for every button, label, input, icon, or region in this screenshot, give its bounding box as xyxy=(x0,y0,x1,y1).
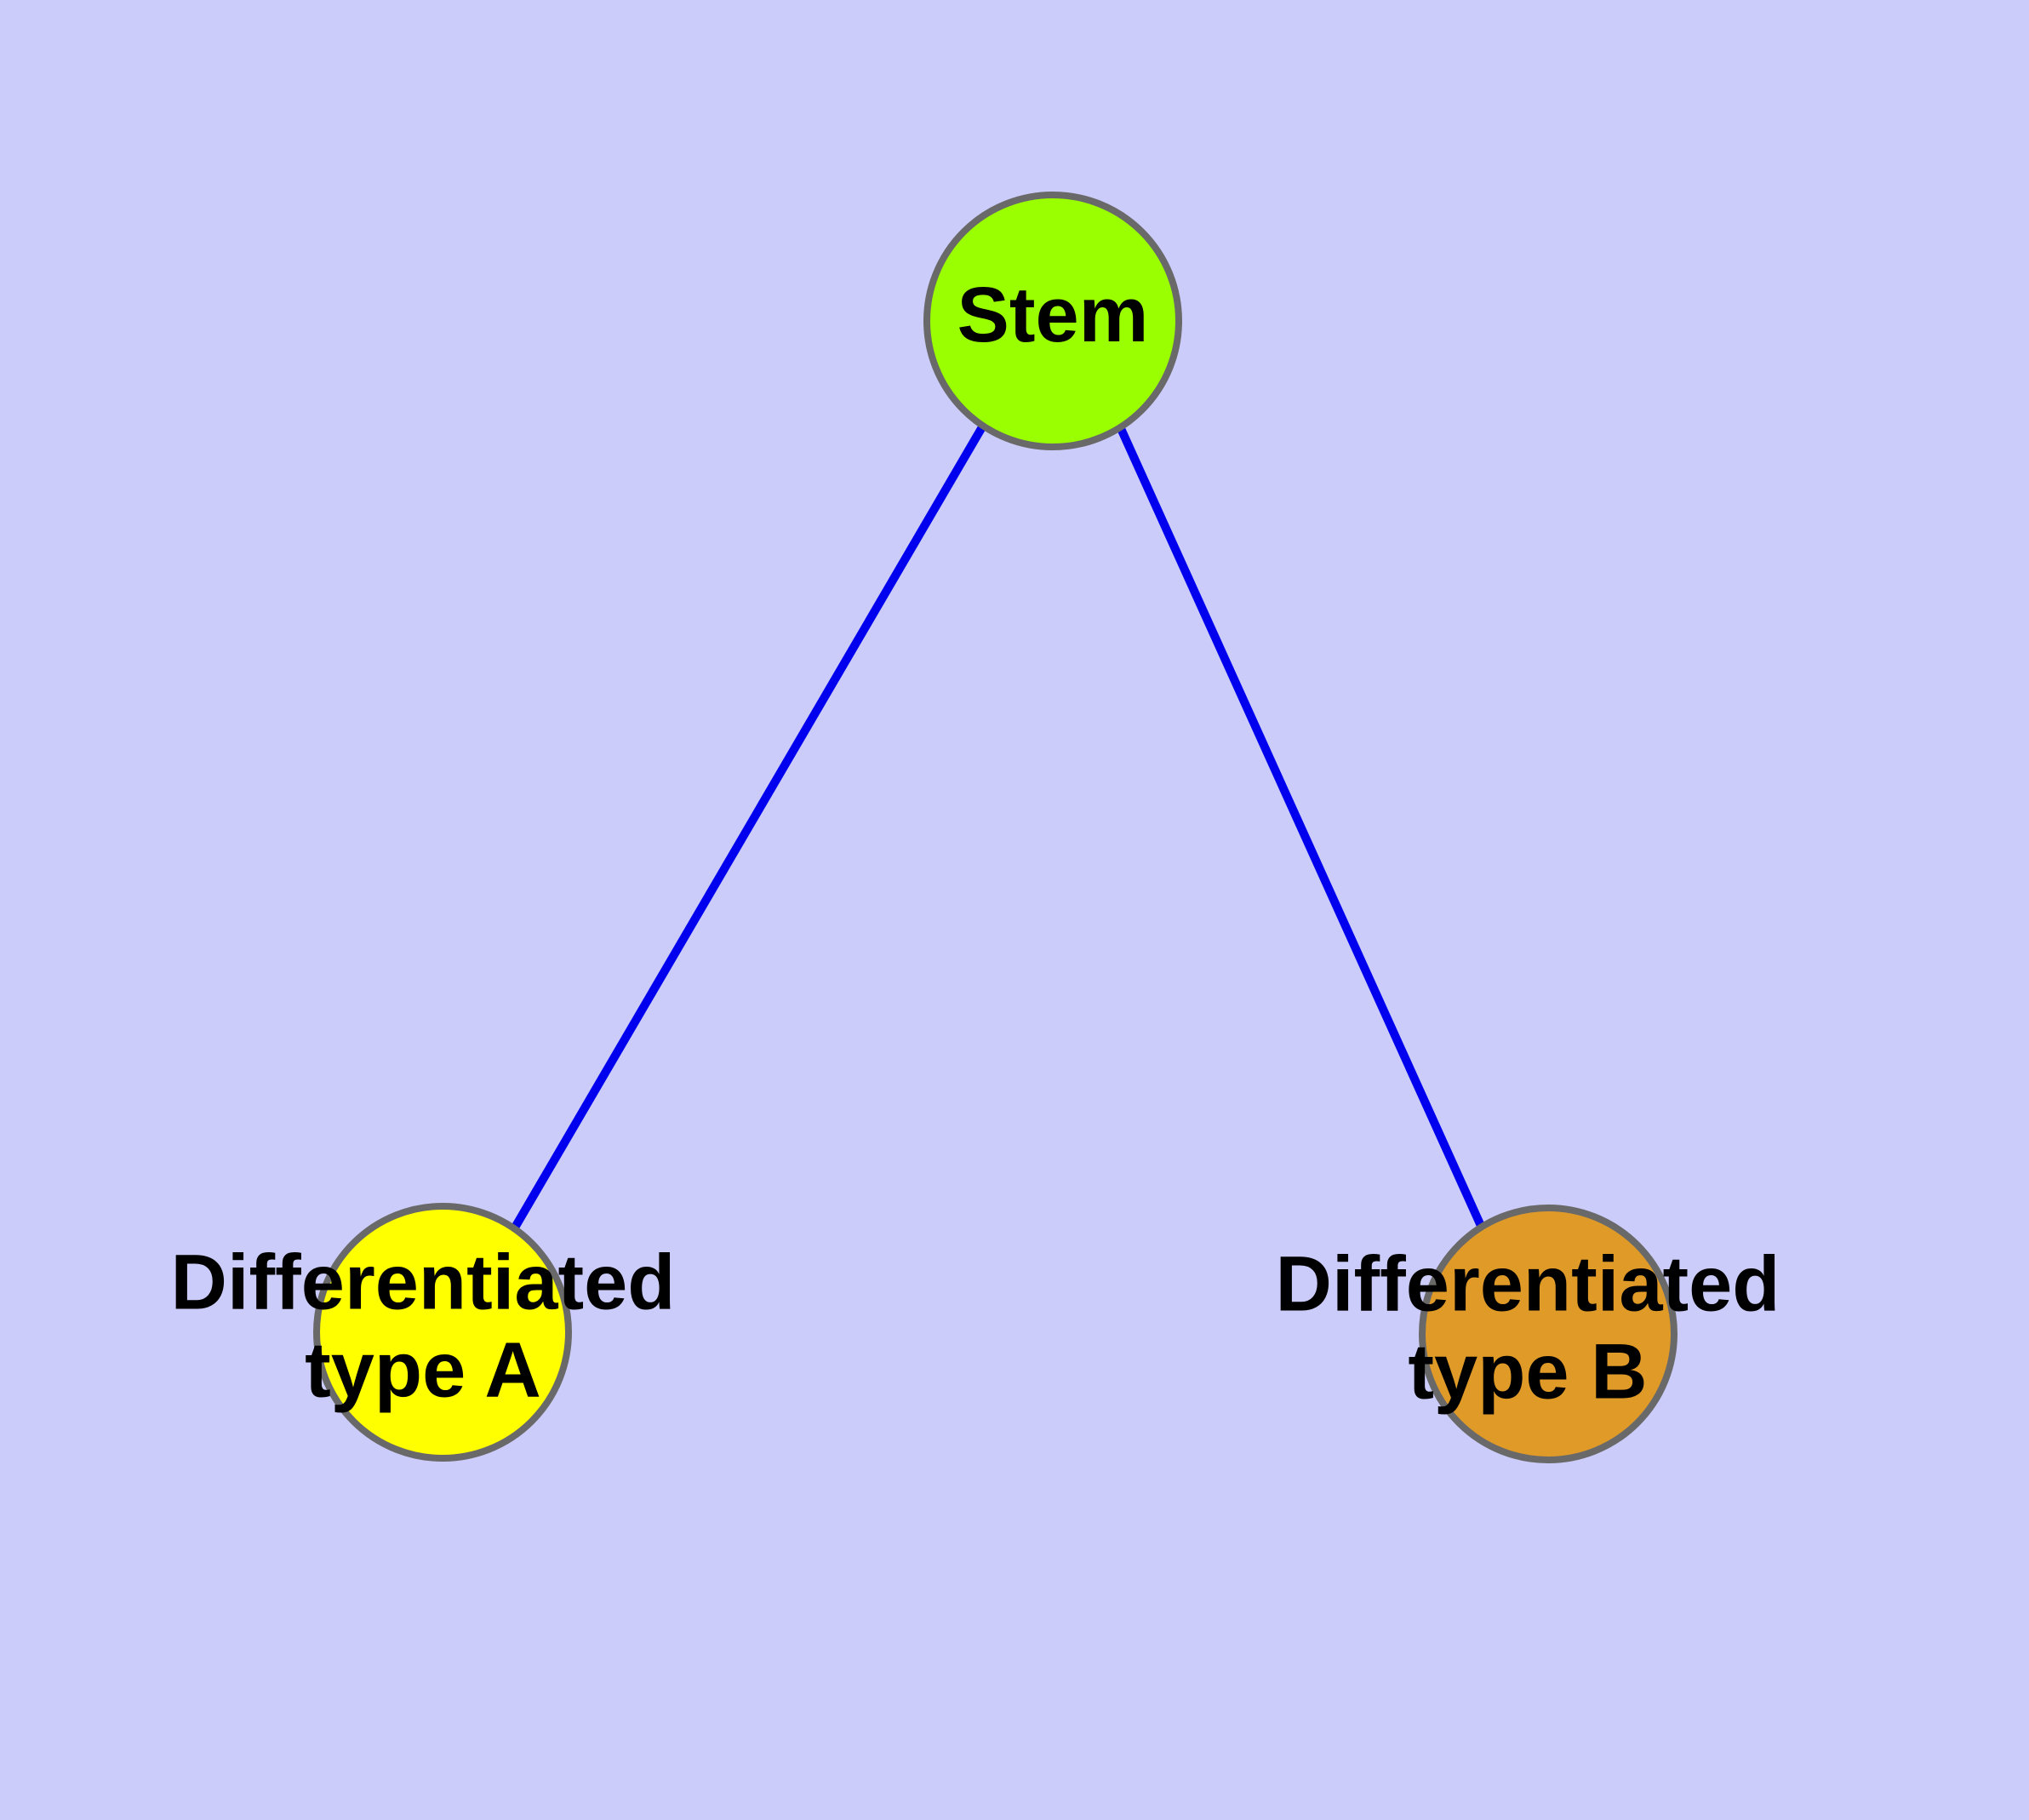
node-label-line: Differentiated xyxy=(171,1239,676,1326)
node-stem-label: Stem xyxy=(957,272,1149,358)
node-differentiated-type-a-circle[interactable] xyxy=(313,1203,572,1462)
node-differentiated-type-b-circle[interactable] xyxy=(1419,1205,1677,1463)
node-label-line: type A xyxy=(305,1327,541,1414)
edge-stem-to-differentiated-type-a[interactable] xyxy=(511,423,987,1230)
node-stem[interactable] xyxy=(923,192,1182,450)
node-differentiated-type-a[interactable] xyxy=(313,1203,572,1462)
node-stem-circle[interactable] xyxy=(923,192,1182,450)
nodes-layer xyxy=(313,192,1677,1463)
node-label-line: Stem xyxy=(957,272,1149,358)
node-label-line: type B xyxy=(1408,1329,1647,1416)
edges-layer xyxy=(511,422,1485,1230)
edge-stem-to-differentiated-type-b[interactable] xyxy=(1115,422,1485,1228)
node-label-line: Differentiated xyxy=(1276,1241,1780,1328)
node-differentiated-type-b[interactable] xyxy=(1419,1205,1677,1463)
